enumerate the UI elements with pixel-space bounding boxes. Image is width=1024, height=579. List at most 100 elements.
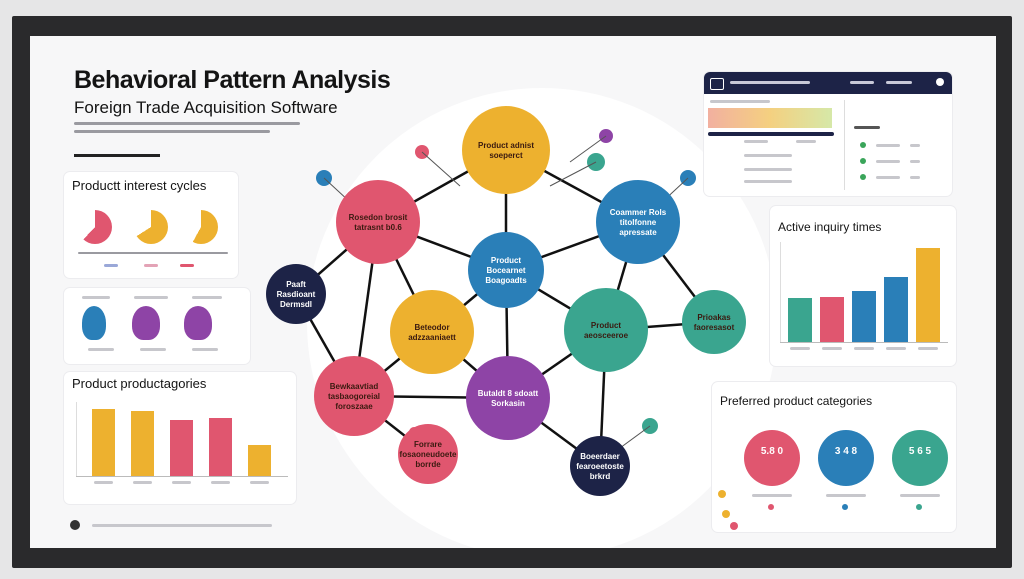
chart-bar	[131, 411, 154, 476]
user-icon[interactable]	[936, 78, 944, 86]
node-circle	[398, 424, 458, 484]
dashboard-line	[710, 100, 770, 103]
preferred-dot	[768, 504, 774, 510]
legend-swatch	[180, 264, 194, 267]
node-label: Boagoadts	[485, 276, 527, 285]
inquiry-card: Active inquiry times	[770, 206, 956, 366]
preferred-title: Preferred product categories	[720, 394, 873, 408]
interest-cycles-card: Productt interest cycles	[64, 172, 238, 278]
preferred-label-line	[826, 494, 866, 497]
node-label: brkrd	[590, 472, 611, 481]
dashboard-line	[744, 140, 768, 143]
dashboard-line	[910, 160, 920, 163]
interest-pie	[134, 210, 168, 244]
preferred-circle[interactable]: 5 6 5	[892, 430, 948, 486]
tick-label	[211, 481, 230, 484]
chart-bar	[884, 277, 908, 342]
dashboard-divider	[844, 100, 845, 190]
node-label: fearoeetoste	[576, 462, 624, 471]
tick-label	[822, 347, 842, 350]
preferred-dot	[916, 504, 922, 510]
node-circle	[682, 290, 746, 354]
node-label: soeperct	[489, 151, 523, 160]
node-circle	[596, 180, 680, 264]
node-label: Sorkasin	[491, 399, 525, 408]
node-label: Beteodor	[414, 323, 449, 332]
satellite-link	[569, 135, 607, 163]
chart-y-axis	[76, 402, 77, 476]
node-circle	[468, 232, 544, 308]
tick-label	[886, 347, 906, 350]
node-circle	[390, 290, 474, 374]
board: Behavioral Pattern Analysis Foreign Trad…	[30, 36, 996, 548]
dashboard-header-line	[730, 81, 810, 84]
node-label: Coammer Rols	[610, 208, 667, 217]
dashboard-line	[744, 180, 792, 183]
node-label: apressate	[619, 228, 657, 237]
tick-label	[250, 481, 269, 484]
chart-bar	[852, 291, 876, 342]
info-icon	[70, 520, 80, 530]
preferred-value: 3 4 8	[834, 446, 858, 457]
node-label: Rosedon brosit	[349, 213, 408, 222]
dashboard-line	[744, 168, 792, 171]
preferred-circle[interactable]: 3 4 8	[818, 430, 874, 486]
dashboard-header-line	[850, 81, 874, 84]
node-label: Rasdioant	[277, 290, 316, 299]
node-circle	[564, 288, 648, 372]
tick-label	[854, 347, 874, 350]
satellite-link	[549, 161, 597, 187]
node-label: aeosceeroe	[584, 331, 629, 340]
tick-label	[790, 347, 810, 350]
node-label: foroszaae	[335, 402, 373, 411]
preferred-circle[interactable]: 5.8 0	[744, 430, 800, 486]
interest-pie	[184, 210, 218, 244]
node-label: Paaft	[286, 280, 306, 289]
node-circle	[266, 264, 326, 324]
dashboard-line	[744, 154, 792, 157]
chart-axis	[780, 342, 948, 343]
interest-pie	[78, 210, 112, 244]
product-categories-title: Product productagories	[72, 376, 207, 391]
node-circle	[466, 356, 550, 440]
node-label: Product adnist	[478, 141, 534, 150]
legend-swatch	[104, 264, 118, 267]
satellite-link	[421, 151, 461, 187]
title-fine-print-line	[74, 122, 300, 125]
footer-line	[92, 524, 272, 527]
logo-icon	[710, 78, 724, 90]
node-label: tasbaogoreial	[328, 392, 380, 401]
label-line	[134, 296, 168, 299]
preferred-dot	[842, 504, 848, 510]
preferred-card: Preferred product categories 5.8 0 3 4 8 5…	[712, 382, 956, 532]
timeline-dot	[722, 510, 730, 518]
page-subtitle: Foreign Trade Acquisition Software	[74, 98, 338, 117]
node-label: Product	[491, 256, 522, 265]
node-circle	[570, 436, 630, 496]
status-dot	[860, 174, 866, 180]
preferred-value: 5.8 0	[760, 446, 784, 457]
inquiry-chart	[780, 242, 948, 356]
label-line	[82, 296, 110, 299]
dashboard-line	[910, 144, 920, 147]
node-label: tatrasnt b0.6	[354, 223, 402, 232]
label-line	[88, 348, 114, 351]
chart-bar	[170, 420, 193, 476]
dashboard-header	[704, 72, 952, 94]
chart-bar	[209, 418, 232, 476]
timeline-dot	[718, 490, 726, 498]
node-label: adzzaaniaett	[408, 333, 456, 342]
tick-label	[172, 481, 191, 484]
